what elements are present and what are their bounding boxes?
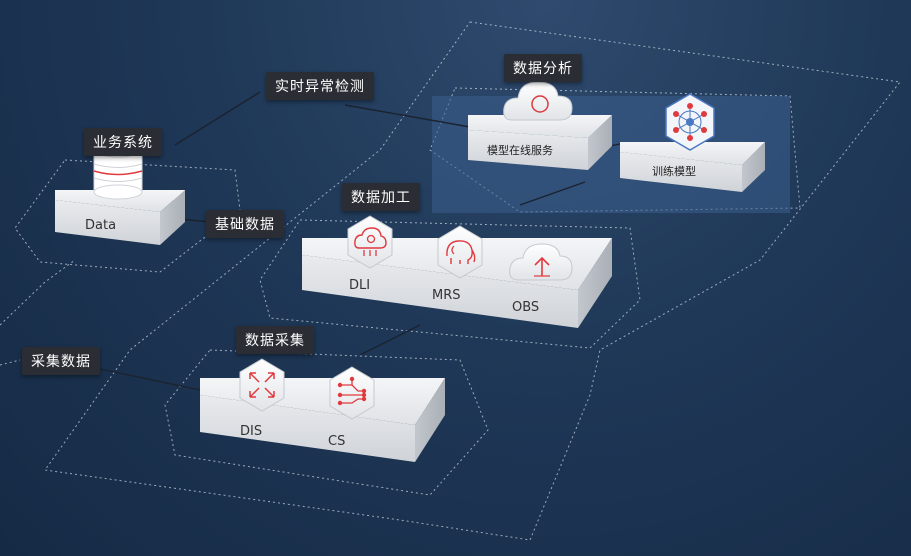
node-obs: OBS [512,300,540,315]
node-dis: DIS [240,424,263,439]
node-train-model: 训练模型 [652,165,696,178]
dis-arrows-icon [239,358,285,412]
acquisition-group [164,349,489,496]
circuit-icon [329,366,375,420]
node-dli: DLI [349,278,371,293]
connector-process-analysis [519,181,586,206]
label-data-processing: 数据加工 [342,183,420,211]
dli-cloud-icon [347,215,393,269]
label-basic-data: 基础数据 [206,210,284,238]
upload-cloud-icon [509,243,573,281]
node-mrs: MRS [432,288,461,303]
label-data-analysis: 数据分析 [504,54,582,82]
label-collect-data: 采集数据 [22,347,100,375]
left-link-2 [0,359,21,366]
connector-realtime-business [174,91,261,146]
label-realtime-detection: 实时异常检测 [266,72,374,100]
node-data: Data [85,218,117,233]
connector-realtime-model [344,104,471,128]
business-platform [55,190,185,245]
business-group [14,159,241,273]
train-model-platform [620,142,765,192]
cloud-ring-icon [503,81,573,121]
node-cs: CS [328,434,346,449]
acquisition-platform [200,378,445,462]
left-link-1 [0,259,76,326]
process-group [259,219,641,349]
outer-boundary [44,21,901,541]
neural-network-icon [665,93,715,151]
connector-collect-acquisition [94,367,201,391]
label-data-acquisition: 数据采集 [236,326,314,354]
connector-acquisition-process [359,324,421,356]
model-online-platform [468,115,612,170]
node-model-online: 模型在线服务 [487,144,553,157]
label-business-system: 业务系统 [84,128,162,156]
elephant-icon [437,225,483,279]
